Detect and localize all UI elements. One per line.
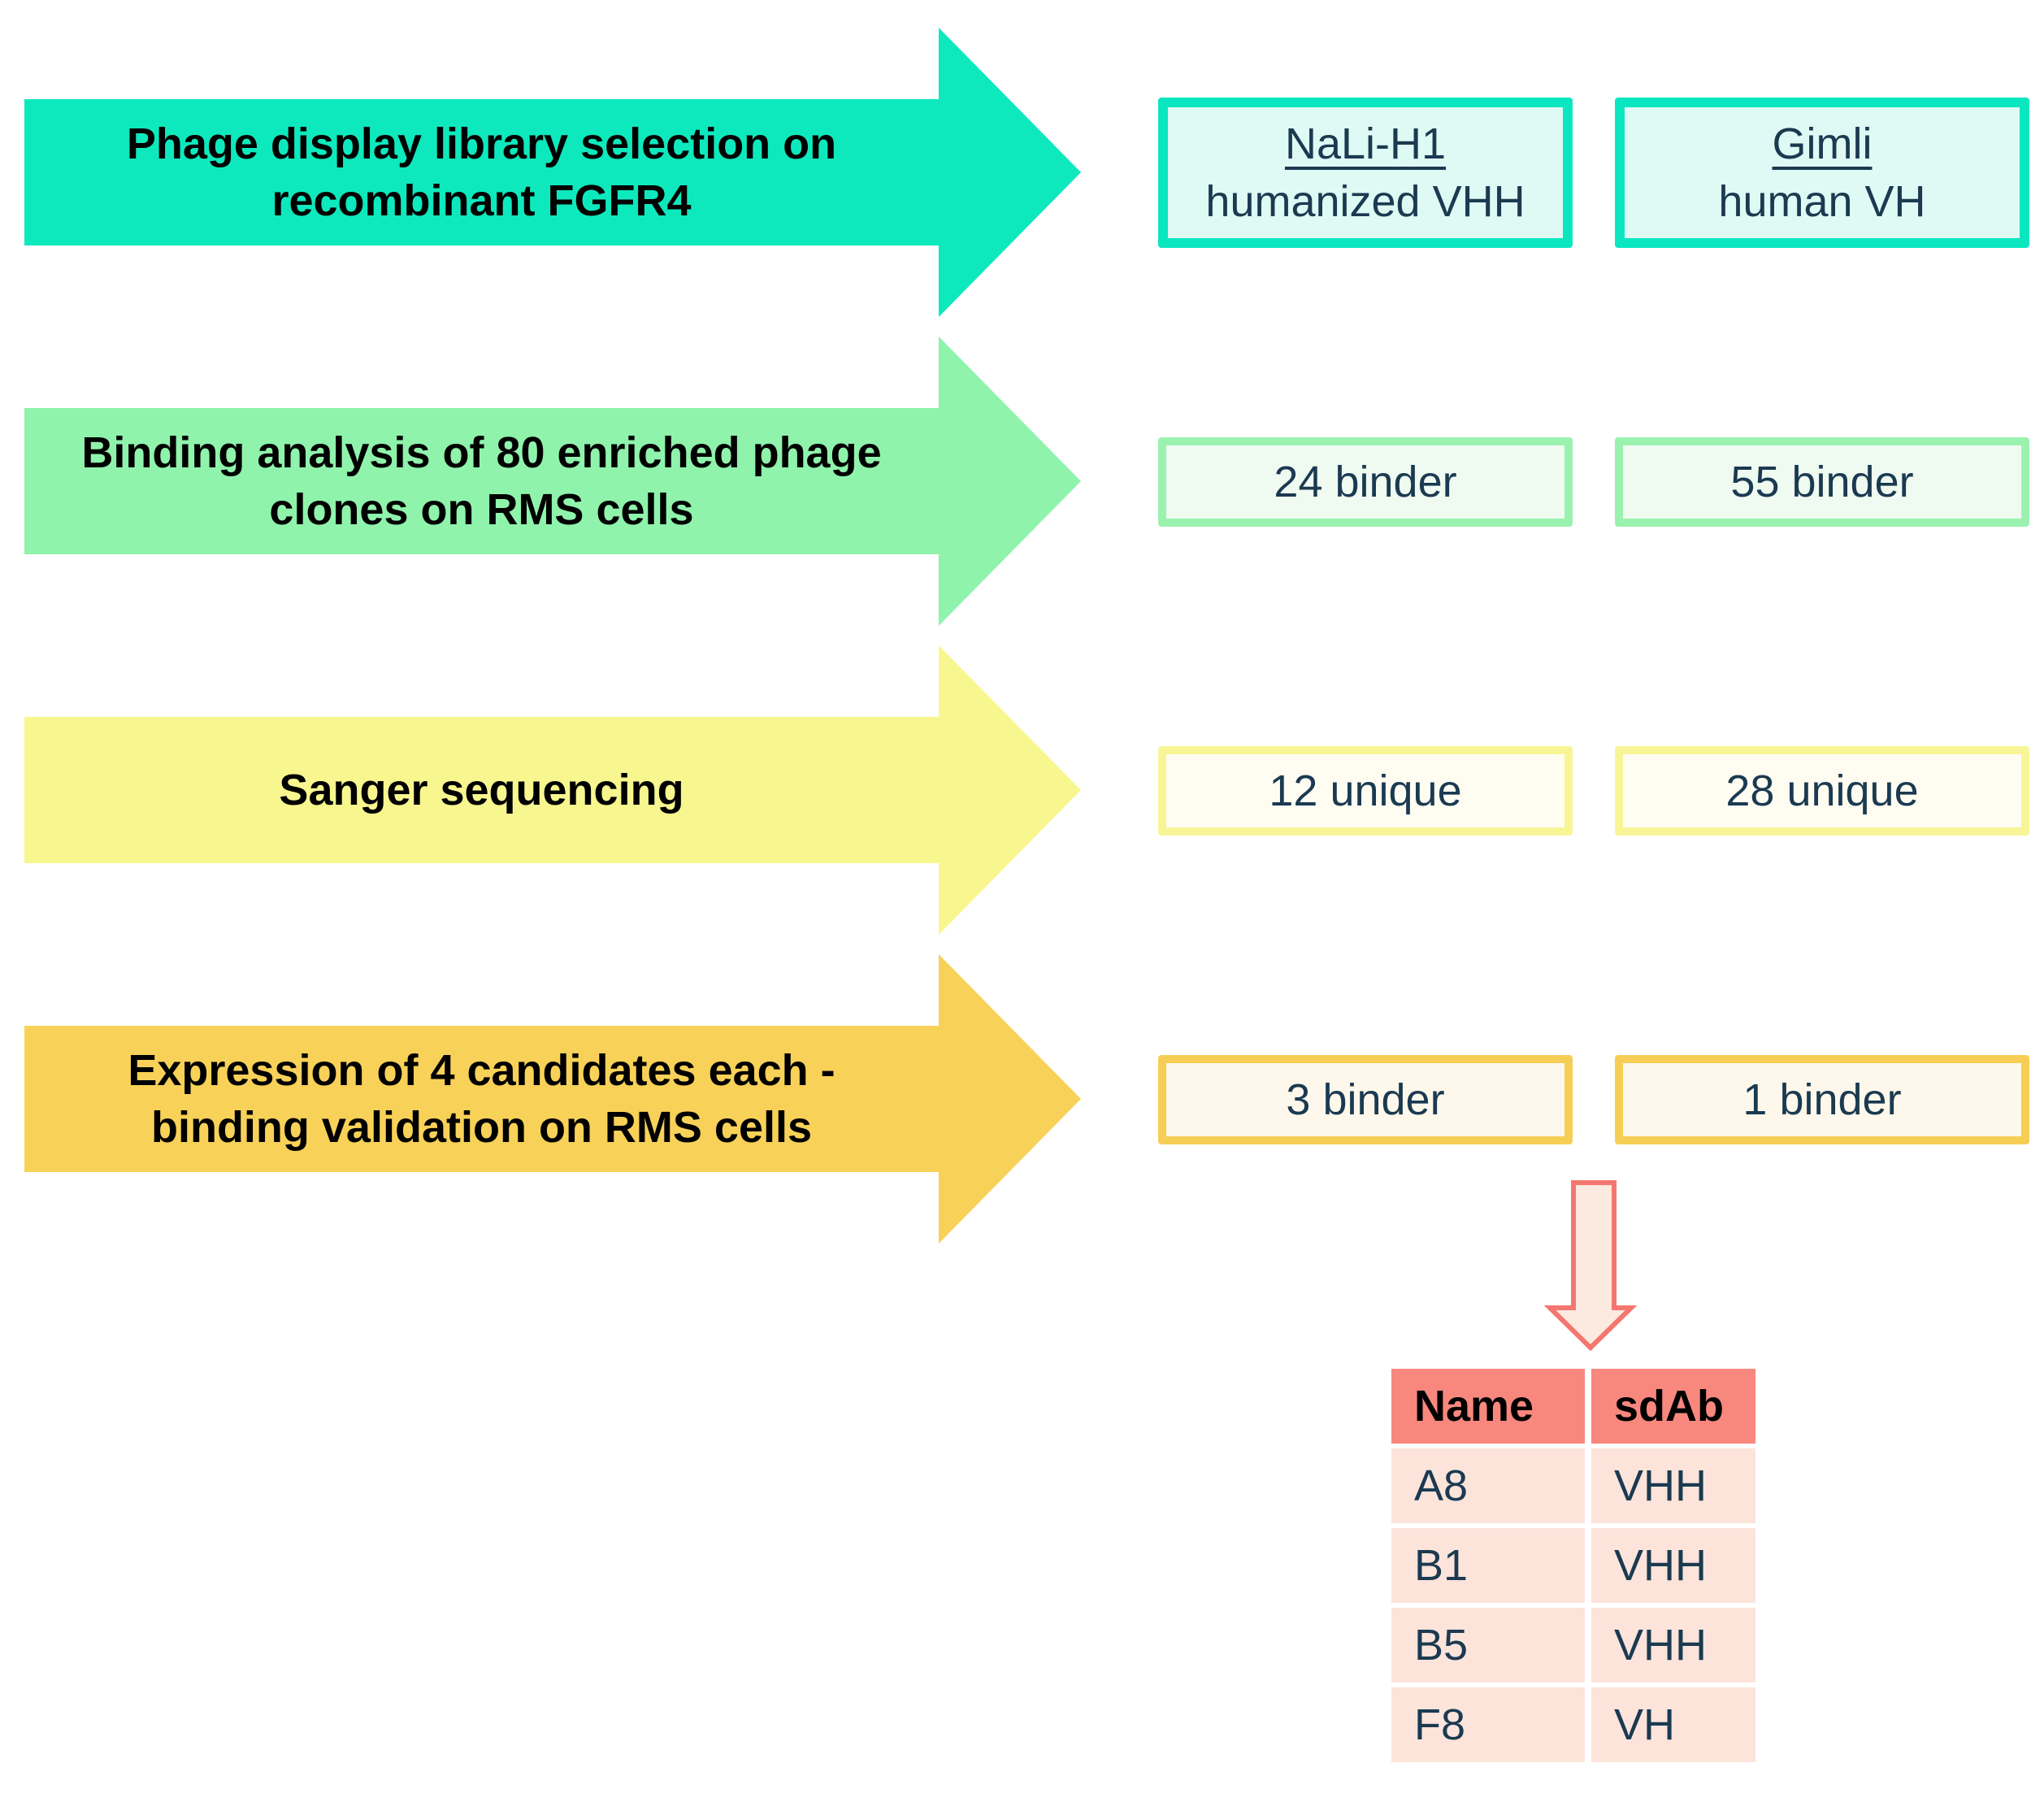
table-cell-name: A8 xyxy=(1391,1448,1585,1523)
table-row: B1 VHH xyxy=(1391,1528,1755,1603)
step1-arrow: Phage display library selection on recom… xyxy=(24,28,1081,317)
step1-label-line1: Phage display library selection on xyxy=(126,119,837,168)
step2-arrow: Binding analysis of 80 enriched phage cl… xyxy=(24,337,1081,626)
table-cell-sdab: VHH xyxy=(1591,1528,1755,1603)
table-row: F8 VH xyxy=(1391,1687,1755,1762)
table-header-sdab: sdAb xyxy=(1591,1369,1755,1444)
step1-label-line2: recombinant FGFR4 xyxy=(271,176,692,225)
library-type-gimli: human VH xyxy=(1718,176,1926,226)
result-box-nali-binders: 24 binder xyxy=(1158,437,1573,527)
result-box-gimli-unique: 28 unique xyxy=(1615,746,2029,836)
step4-arrow: Expression of 4 candidates each - bindin… xyxy=(24,954,1081,1244)
down-arrow-icon xyxy=(1543,1180,1638,1352)
down-arrow-shape xyxy=(1543,1180,1638,1352)
table-cell-name: F8 xyxy=(1391,1687,1585,1762)
table-row: A8 VHH xyxy=(1391,1448,1755,1523)
table-row: B5 VHH xyxy=(1391,1608,1755,1683)
step2-label-line2: clones on RMS cells xyxy=(269,485,694,534)
step4-label-line2: binding validation on RMS cells xyxy=(150,1103,813,1152)
library-box-nali-h1: NaLi-H1 humanized VHH xyxy=(1158,98,1573,248)
selected-binders-table: Name sdAb A8 VHH B1 VHH B5 VHH F8 VH xyxy=(1391,1369,1755,1762)
step4-label-line1: Expression of 4 candidates each - xyxy=(128,1045,835,1095)
library-name-gimli: Gimli xyxy=(1772,119,1873,169)
step3-label-line1: Sanger sequencing xyxy=(279,765,684,814)
table-cell-name: B5 xyxy=(1391,1608,1585,1683)
step2-label-line1: Binding analysis of 80 enriched phage xyxy=(81,428,882,477)
step2-label: Binding analysis of 80 enriched phage cl… xyxy=(24,408,939,554)
table-cell-sdab: VHH xyxy=(1591,1608,1755,1683)
library-name-nali-h1: NaLi-H1 xyxy=(1284,119,1447,169)
table-cell-name: B1 xyxy=(1391,1528,1585,1603)
library-box-gimli: Gimli human VH xyxy=(1615,98,2029,248)
result-box-nali-unique: 12 unique xyxy=(1158,746,1573,836)
result-box-nali-validated: 3 binder xyxy=(1158,1055,1573,1144)
library-type-nali-h1: humanized VHH xyxy=(1205,176,1525,226)
table-header-row: Name sdAb xyxy=(1391,1369,1755,1444)
step4-label: Expression of 4 candidates each - bindin… xyxy=(24,1026,939,1172)
table-header-name: Name xyxy=(1391,1369,1585,1444)
step3-label: Sanger sequencing xyxy=(24,717,939,863)
result-box-gimli-validated: 1 binder xyxy=(1615,1055,2029,1144)
table-cell-sdab: VH xyxy=(1591,1687,1755,1762)
result-box-gimli-binders: 55 binder xyxy=(1615,437,2029,527)
table-cell-sdab: VHH xyxy=(1591,1448,1755,1523)
step1-label: Phage display library selection on recom… xyxy=(24,99,939,245)
step3-arrow: Sanger sequencing xyxy=(24,645,1081,935)
